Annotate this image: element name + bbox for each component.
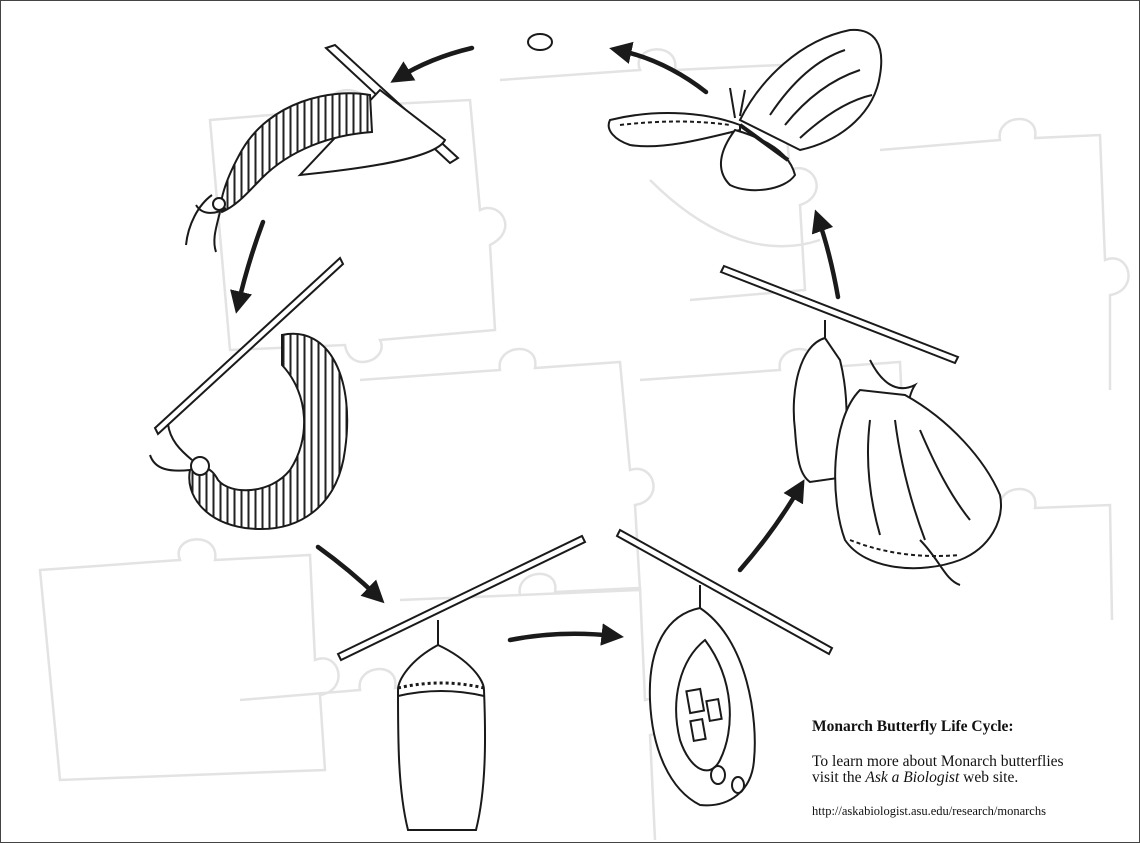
caption-url-link[interactable]: http://askabiologist.asu.edu/research/mo…	[812, 804, 1136, 819]
caption-body-line2-pre: visit the	[812, 769, 865, 786]
arrow-jshape-to-chrysalis	[318, 547, 378, 597]
arrow-egg-to-caterpillar	[398, 48, 472, 78]
caption-title: Monarch Butterfly Life Cycle:	[812, 718, 1136, 736]
arrow-darkening-to-emerging	[740, 487, 800, 570]
emerging-butterfly-icon	[721, 266, 1001, 585]
egg-icon	[528, 34, 552, 50]
caption-block: Monarch Butterfly Life Cycle: To learn m…	[812, 718, 1136, 819]
green-chrysalis-icon	[338, 536, 585, 830]
ask-a-biologist-link[interactable]: Ask a Biologist	[865, 769, 959, 786]
adult-butterfly-icon	[609, 30, 882, 190]
caption-body-line2-post: web site.	[959, 769, 1018, 786]
caption-body: To learn more about Monarch butterflies …	[812, 754, 1136, 786]
caption-body-line1: To learn more about Monarch butterflies	[812, 753, 1064, 770]
caterpillar-hanging-j-icon	[150, 258, 347, 529]
darkening-chrysalis-icon	[617, 530, 832, 805]
arrow-chrysalis-to-darkening	[510, 634, 615, 640]
arrow-caterpillar-to-jshape	[238, 222, 263, 305]
caterpillar-on-leaf-icon	[186, 45, 458, 252]
arrow-emerging-to-adult	[818, 218, 838, 297]
